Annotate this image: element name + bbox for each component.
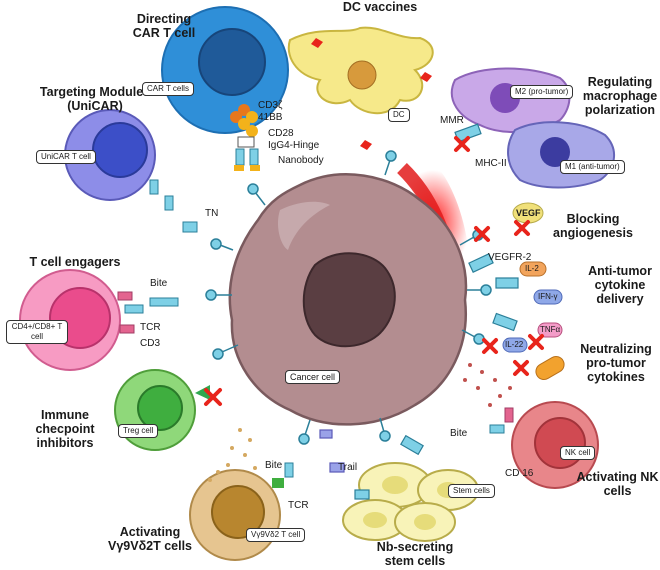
- tag-dc: DC: [388, 108, 410, 122]
- title-unicar: Targeting Modules(UniCAR): [39, 85, 151, 113]
- inhibition-marks: [204, 136, 544, 406]
- label-cd16: CD 16: [505, 468, 534, 479]
- tag-m1: M1 (anti-tumor): [560, 160, 625, 174]
- label-mmr: MMR: [440, 115, 464, 126]
- tag-m2: M2 (pro-tumor): [510, 85, 574, 99]
- label-cd28: CD28: [268, 128, 294, 139]
- label-41bb: 41BB: [258, 112, 283, 123]
- vg9vd2-t-cell: [189, 462, 294, 561]
- tag-treg: Treg cell: [118, 424, 159, 438]
- label-trail: Trail: [338, 462, 358, 473]
- label-tcr-t: TCR: [140, 322, 161, 333]
- label-nanobody: Nanobody: [278, 155, 324, 166]
- nk-cell: [489, 401, 599, 489]
- tag-nk: NK cell: [560, 446, 596, 460]
- label-bite-t: Bite: [150, 278, 168, 289]
- secreted-dots: [463, 363, 512, 407]
- label-cd3z: CD3ζ: [258, 100, 283, 111]
- tag-vg9: Vγ9Vδ2 T cell: [246, 528, 306, 542]
- title-t-engagers: T cell engagers: [29, 255, 121, 269]
- tag-cd4cd8: CD4+/CD8+ T cell: [6, 320, 68, 344]
- label-tnfa: TNFα: [540, 325, 561, 334]
- tag-unicar: UniCAR T cell: [36, 150, 96, 164]
- label-il22: IL-22: [505, 340, 524, 349]
- label-tcr-vg: TCR: [288, 500, 309, 511]
- label-vegf: VEGF: [516, 208, 541, 218]
- label-bite-nk: Bite: [450, 428, 468, 439]
- cancer-cell: [228, 173, 468, 426]
- unicar-t-cell: [64, 109, 198, 233]
- secreted-dots-tan: [208, 428, 257, 482]
- m1-macrophage: [507, 121, 615, 189]
- car-t-cell: [161, 6, 289, 171]
- label-ifng: IFN-γ: [538, 292, 558, 301]
- title-dc-vaccines: DC vaccines: [342, 0, 418, 14]
- label-cd3: CD3: [140, 338, 161, 349]
- tag-cancer: Cancer cell: [285, 370, 341, 384]
- label-vegfr2: VEGFR-2: [488, 252, 532, 263]
- label-tn: TN: [205, 208, 219, 219]
- label-mhc2: MHC-II: [475, 158, 507, 169]
- label-bite-vg: Bite: [265, 460, 283, 471]
- tag-stem: Stem cells: [448, 484, 495, 498]
- cytokine-pills: [502, 202, 565, 380]
- label-il2: IL-2: [525, 264, 539, 273]
- stem-cells: [342, 462, 479, 542]
- tag-car-t: CAR T cells: [142, 82, 194, 96]
- m2-macrophage: [450, 67, 571, 133]
- dendritic-cell: [287, 26, 434, 150]
- treg-cell: [114, 369, 210, 451]
- label-igg4: IgG4-Hinge: [268, 140, 320, 151]
